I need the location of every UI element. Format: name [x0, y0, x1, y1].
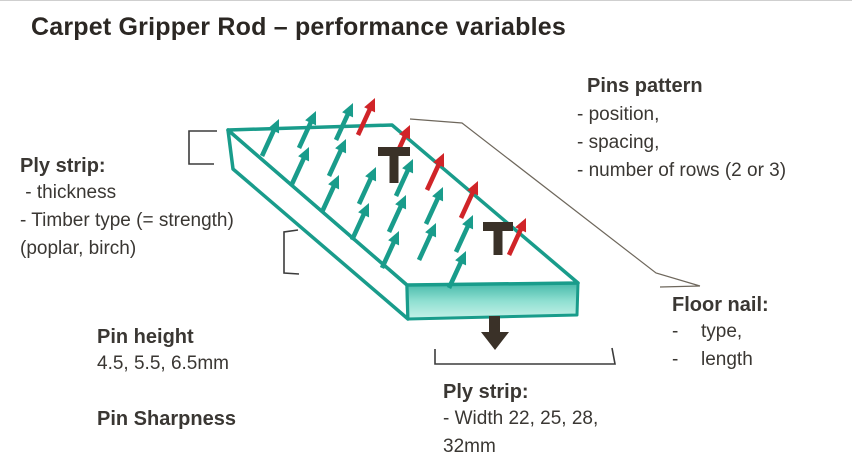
pins-pattern-heading: Pins pattern: [587, 75, 703, 97]
ply-strip-bottom-heading: Ply strip:: [443, 381, 529, 403]
floor-nail-label: Floor nail: - type, - length: [672, 292, 769, 374]
pin-arrow-icon: [326, 139, 347, 177]
pin-sharpness-label: Pin Sharpness: [97, 406, 236, 432]
ply-strip-left-item: - Timber type (= strength): [20, 210, 234, 231]
highlighted-pin-arrow-icon: [424, 153, 445, 191]
floor-nail-arrow-icon: [481, 316, 509, 350]
floor-nail-item: - length: [672, 346, 769, 374]
strength-leader: [283, 229, 300, 275]
t-pin-icon: [378, 147, 410, 183]
pin-arrow-icon: [386, 195, 407, 233]
ply-strip-bottom-label: Ply strip: - Width 22, 25, 28, 32mm: [443, 379, 598, 461]
highlighted-pin-arrow-icon: [506, 218, 527, 256]
pin-arrow-icon: [393, 159, 414, 197]
pins-pattern-item: - position,: [577, 104, 660, 125]
floor-nail-item: - type,: [672, 318, 769, 346]
floor-nail-item-text: length: [701, 349, 753, 370]
board-front-face: [405, 281, 580, 321]
pin-arrow-icon: [416, 223, 437, 261]
pin-arrow-icon: [379, 231, 400, 269]
slide-title: Carpet Gripper Rod – performance variabl…: [31, 13, 566, 41]
pins-pattern-item: - number of rows (2 or 3): [577, 160, 787, 181]
pin-height-heading: Pin height: [97, 326, 194, 348]
pin-arrow-icon: [453, 215, 474, 253]
ply-strip-left-label: Ply strip: - thickness - Timber type (= …: [20, 153, 234, 263]
pin-arrow-icon: [319, 175, 340, 213]
pins-pattern-item: - spacing,: [577, 132, 660, 153]
ply-strip-left-item: (poplar, birch): [20, 238, 137, 259]
pins-pattern-label: Pins pattern - position, - spacing, - nu…: [577, 73, 786, 185]
pin-height-values: 4.5, 5.5, 6.5mm: [97, 353, 230, 374]
thickness-bracket: [188, 130, 217, 165]
list-dash: -: [672, 321, 679, 342]
pin-arrow-icon: [333, 103, 354, 141]
pin-arrow-icon: [423, 187, 444, 225]
highlighted-pin-arrow-icon: [355, 98, 376, 136]
leader-line: [409, 118, 701, 288]
pin-arrow-icon: [296, 111, 317, 149]
list-dash: -: [672, 349, 679, 370]
ply-strip-left-heading: Ply strip:: [20, 155, 106, 177]
t-pin-icon: [483, 222, 513, 255]
pin-arrow-icon: [356, 167, 377, 205]
pin-height-label: Pin height 4.5, 5.5, 6.5mm: [97, 324, 229, 378]
floor-nail-heading: Floor nail:: [672, 294, 769, 316]
pin-arrow-icon: [349, 203, 370, 241]
highlighted-pin-arrow-icon: [458, 181, 479, 219]
ply-strip-bottom-item: 32mm: [443, 436, 496, 457]
width-bracket: [434, 347, 616, 365]
pin-sharpness-heading: Pin Sharpness: [97, 408, 236, 430]
floor-nail-item-text: type,: [701, 321, 743, 342]
pin-arrow-icon: [446, 251, 467, 289]
ply-strip-left-item: - thickness: [20, 182, 117, 203]
pin-arrow-icon: [259, 119, 280, 157]
pin-arrow-icon: [289, 147, 310, 185]
ply-strip-bottom-item: - Width 22, 25, 28,: [443, 408, 599, 429]
